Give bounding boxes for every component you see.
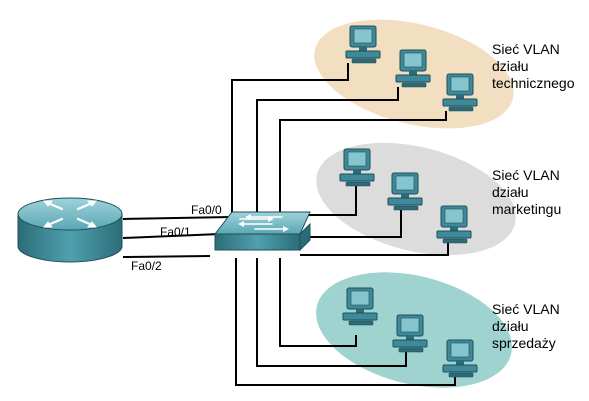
cable-sales-pc3 <box>235 258 456 386</box>
cable-sales-pc2 <box>256 258 407 367</box>
cable-sales-pc1 <box>279 258 357 347</box>
cables <box>122 63 456 386</box>
pc-icon <box>339 148 375 187</box>
cable-tech-pc1 <box>231 63 349 222</box>
cable-mkt-pc2 <box>310 206 402 238</box>
pc-icon <box>342 287 378 326</box>
cable-fa0-2 <box>122 255 211 258</box>
pc-icon <box>387 172 423 211</box>
cable-fa0-1 <box>122 233 221 239</box>
router-icon <box>17 197 123 263</box>
pc-icon <box>345 25 381 64</box>
vlan-label-sales: Sieć VLAN działu sprzedaży <box>492 301 560 352</box>
vlan-label-line: działu <box>492 318 529 334</box>
pc-icon <box>442 73 478 112</box>
pc-icon <box>392 314 428 353</box>
pc-icon <box>436 205 472 244</box>
port-label-fa0-0: Fa0/0 <box>191 203 222 217</box>
vlan-label-line: Sieć VLAN <box>492 167 560 183</box>
vlan-label-line: marketingu <box>492 201 562 217</box>
cable-mkt-pc1 <box>300 186 357 216</box>
cable-mkt-pc3 <box>300 242 449 256</box>
port-label-fa0-1: Fa0/1 <box>160 225 191 239</box>
vlan-label-line: Sieć VLAN <box>492 41 560 57</box>
vlan-label-line: Sieć VLAN <box>492 301 560 317</box>
port-label-fa0-2: Fa0/2 <box>131 259 162 273</box>
vlan-label-line: technicznego <box>492 75 575 91</box>
pc-icon <box>395 49 431 88</box>
switch-icon <box>213 211 311 252</box>
vlan-label-line: działu <box>492 184 529 200</box>
cable-fa0-0 <box>122 216 233 220</box>
vlan-label-line: działu <box>492 58 529 74</box>
cable-tech-pc2 <box>256 87 399 222</box>
vlan-label-line: sprzedaży <box>492 335 556 351</box>
cable-tech-pc3 <box>279 111 447 222</box>
vlan-label-technical: Sieć VLAN działu technicznego <box>492 41 575 92</box>
vlan-label-marketing: Sieć VLAN działu marketingu <box>492 167 561 218</box>
pc-icon <box>442 339 478 378</box>
